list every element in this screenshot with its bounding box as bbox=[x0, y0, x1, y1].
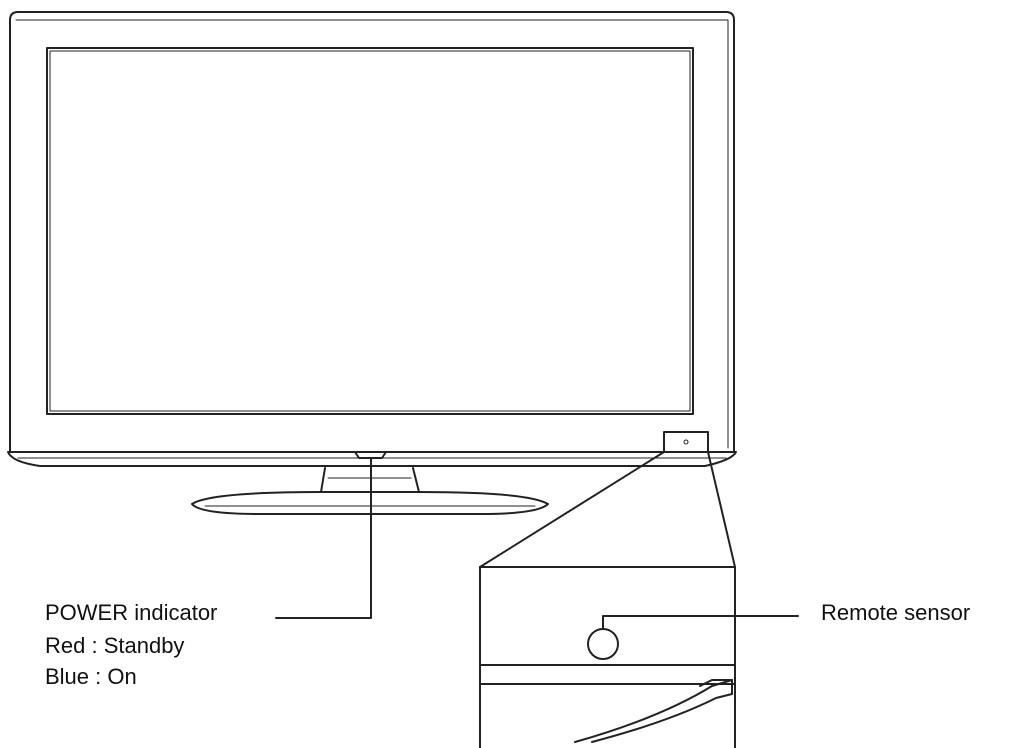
inset-frame bbox=[479, 566, 736, 748]
power-led bbox=[354, 451, 387, 459]
tv-screen bbox=[46, 47, 694, 415]
inset-remote-sensor bbox=[587, 628, 619, 660]
power-leader-line bbox=[275, 457, 372, 619]
tv-bezel-inner-edge bbox=[15, 19, 729, 449]
stand-base bbox=[191, 491, 549, 515]
inset-curve-inner bbox=[591, 693, 733, 743]
power-indicator-label: POWER indicator bbox=[45, 600, 218, 625]
inset-lens-edge bbox=[699, 679, 733, 695]
remote-sensor-window bbox=[663, 431, 709, 453]
inset-curve-outer bbox=[574, 679, 733, 743]
zoom-line-left bbox=[479, 451, 665, 568]
zoom-line-right bbox=[707, 451, 736, 568]
power-indicator-standby-state: Red : Standby bbox=[45, 633, 185, 658]
tv-screen-inner bbox=[49, 50, 691, 412]
tv-bottom-trim bbox=[7, 451, 737, 467]
sensor-detail-inset bbox=[479, 566, 736, 748]
sensor-leader-line bbox=[602, 615, 799, 630]
power-indicator-on-state: Blue : On bbox=[45, 664, 137, 689]
tv-bezel bbox=[9, 11, 735, 453]
remote-sensor-dot bbox=[683, 439, 689, 445]
remote-sensor-label: Remote sensor bbox=[821, 600, 971, 625]
